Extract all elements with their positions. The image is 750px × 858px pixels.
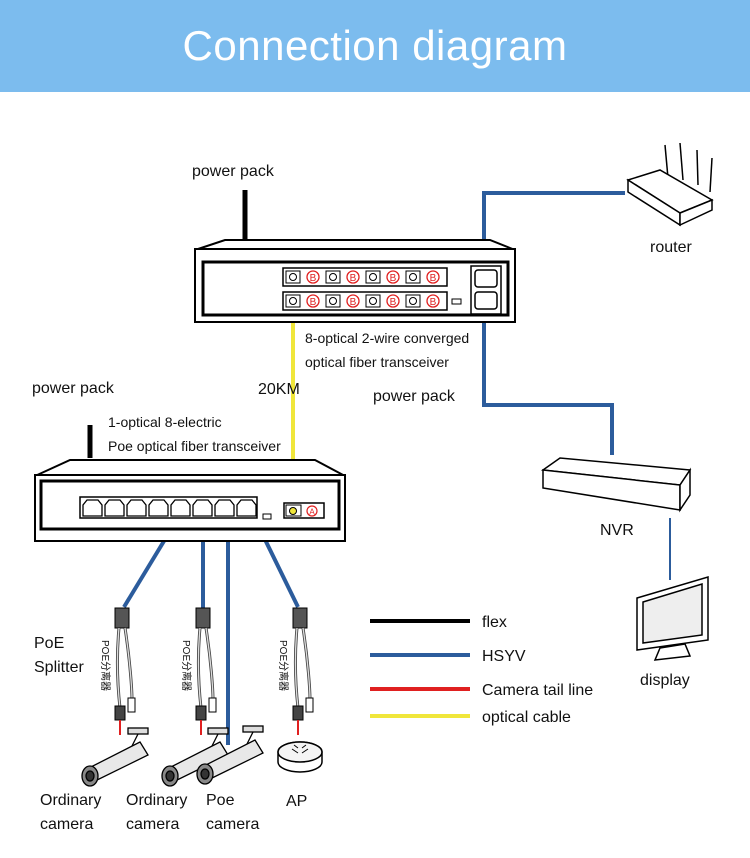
dc-jack	[127, 697, 136, 713]
dc-jack	[208, 697, 217, 713]
camera-2-label-line2: camera	[126, 816, 179, 833]
display-icon	[636, 575, 709, 661]
top-device-label-line2: optical fiber transceiver	[305, 354, 449, 370]
rj45-port	[192, 499, 213, 517]
camera-1-label-line2: camera	[40, 816, 93, 833]
port-b-icon	[426, 294, 440, 308]
camera-icon	[161, 727, 229, 787]
hsyv-nvr-cable	[482, 305, 614, 455]
fiber-port-core-icon	[289, 273, 297, 281]
camera-3-label-line1: Poe	[206, 792, 235, 809]
port-b-label: B	[310, 273, 317, 284]
port-a-label: A	[309, 508, 315, 517]
rj45-port	[104, 499, 125, 517]
poe-splitter-icon: POE分离器	[277, 607, 314, 735]
fiber-port-core-icon	[369, 273, 377, 281]
router-icon	[626, 142, 714, 227]
top-device-label-line1: 8-optical 2-wire converged	[305, 330, 469, 346]
port-a-icon	[306, 505, 318, 517]
display-label: display	[640, 672, 690, 689]
power-pack-left-label: power pack	[32, 380, 115, 397]
fiber-port-core-icon	[409, 297, 417, 305]
splitter-tag-label: POE分离器	[99, 640, 112, 691]
ap-label: AP	[286, 793, 307, 810]
legend-label: Camera tail line	[482, 682, 593, 699]
nvr-icon	[540, 457, 692, 513]
fiber-port	[365, 270, 381, 284]
fiber-port	[365, 294, 381, 308]
port-b-label: B	[430, 273, 437, 284]
bottom-device-label-line2: Poe optical fiber transceiver	[108, 438, 281, 454]
splitter-connector	[114, 607, 130, 629]
port-b-icon	[386, 270, 400, 284]
fiber-port	[285, 270, 301, 284]
poe-splitter-icon: POE分离器	[99, 607, 136, 735]
fiber-port	[325, 270, 341, 284]
cameras	[81, 725, 264, 787]
splitter-connector	[195, 607, 211, 629]
dc-plug	[114, 705, 126, 721]
rj45-port	[236, 499, 257, 517]
rj45-port	[170, 499, 191, 517]
rj45-port	[214, 499, 235, 517]
fiber-port-core-icon	[329, 273, 337, 281]
router-label: router	[650, 239, 692, 256]
title-banner: Connection diagram	[0, 0, 750, 92]
camera-3-label-line2: camera	[206, 816, 259, 833]
distance-label: 20KM	[258, 381, 300, 398]
legend-label: optical cable	[482, 709, 571, 726]
fiber-port	[325, 294, 341, 308]
port-b-icon	[346, 294, 360, 308]
camera-icon	[196, 725, 264, 785]
rj45-port	[126, 499, 147, 517]
fiber-port-core-icon	[289, 297, 297, 305]
port-b-label: B	[350, 297, 357, 308]
camera-2-label-line1: Ordinary	[126, 792, 187, 809]
legend-label: HSYV	[482, 648, 526, 665]
dc-plug	[292, 705, 304, 721]
port-b-icon	[426, 270, 440, 284]
fiber-port	[285, 294, 301, 308]
rj45-ports	[82, 499, 257, 517]
port-b-icon	[346, 270, 360, 284]
fiber-port	[405, 294, 421, 308]
port-b-label: B	[390, 273, 397, 284]
ap-icon	[277, 741, 323, 773]
dc-jack	[305, 697, 314, 713]
dc-plug	[195, 705, 207, 721]
port-b-icon	[306, 270, 320, 284]
fiber-port-core-icon	[329, 297, 337, 305]
splitter-tag-label: POE分离器	[180, 640, 193, 691]
power-pack-right-label: power pack	[373, 388, 456, 405]
rj45-port	[148, 499, 169, 517]
fiber-port-core-icon	[409, 273, 417, 281]
poe-splitter-label-2: Splitter	[34, 659, 84, 676]
top-fiber-ports: B B B B B B B B	[285, 270, 440, 308]
bottom-device-label-line1: 1-optical 8-electric	[108, 414, 222, 430]
camera-icon	[81, 727, 149, 787]
poe-splitter-label-1: PoE	[34, 635, 64, 652]
diagram-title: Connection diagram	[182, 22, 568, 69]
port-b-icon	[306, 294, 320, 308]
port-b-icon	[386, 294, 400, 308]
poe-splitter-icon: POE分离器	[180, 607, 217, 735]
fiber-port-core-icon	[369, 297, 377, 305]
poe-splitters: POE分离器 POE分离器 POE分离器	[99, 607, 314, 735]
camera-1-label-line1: Ordinary	[40, 792, 101, 809]
splitter-tag-label: POE分离器	[277, 640, 290, 691]
power-pack-top-label: power pack	[192, 163, 275, 180]
nvr-label: NVR	[600, 522, 634, 539]
port-b-label: B	[350, 273, 357, 284]
legend-label: flex	[482, 614, 507, 631]
rj45-port	[82, 499, 103, 517]
fiber-port	[405, 270, 421, 284]
port-b-label: B	[390, 297, 397, 308]
splitter-connector	[292, 607, 308, 629]
port-b-label: B	[310, 297, 317, 308]
port-b-label: B	[430, 297, 437, 308]
